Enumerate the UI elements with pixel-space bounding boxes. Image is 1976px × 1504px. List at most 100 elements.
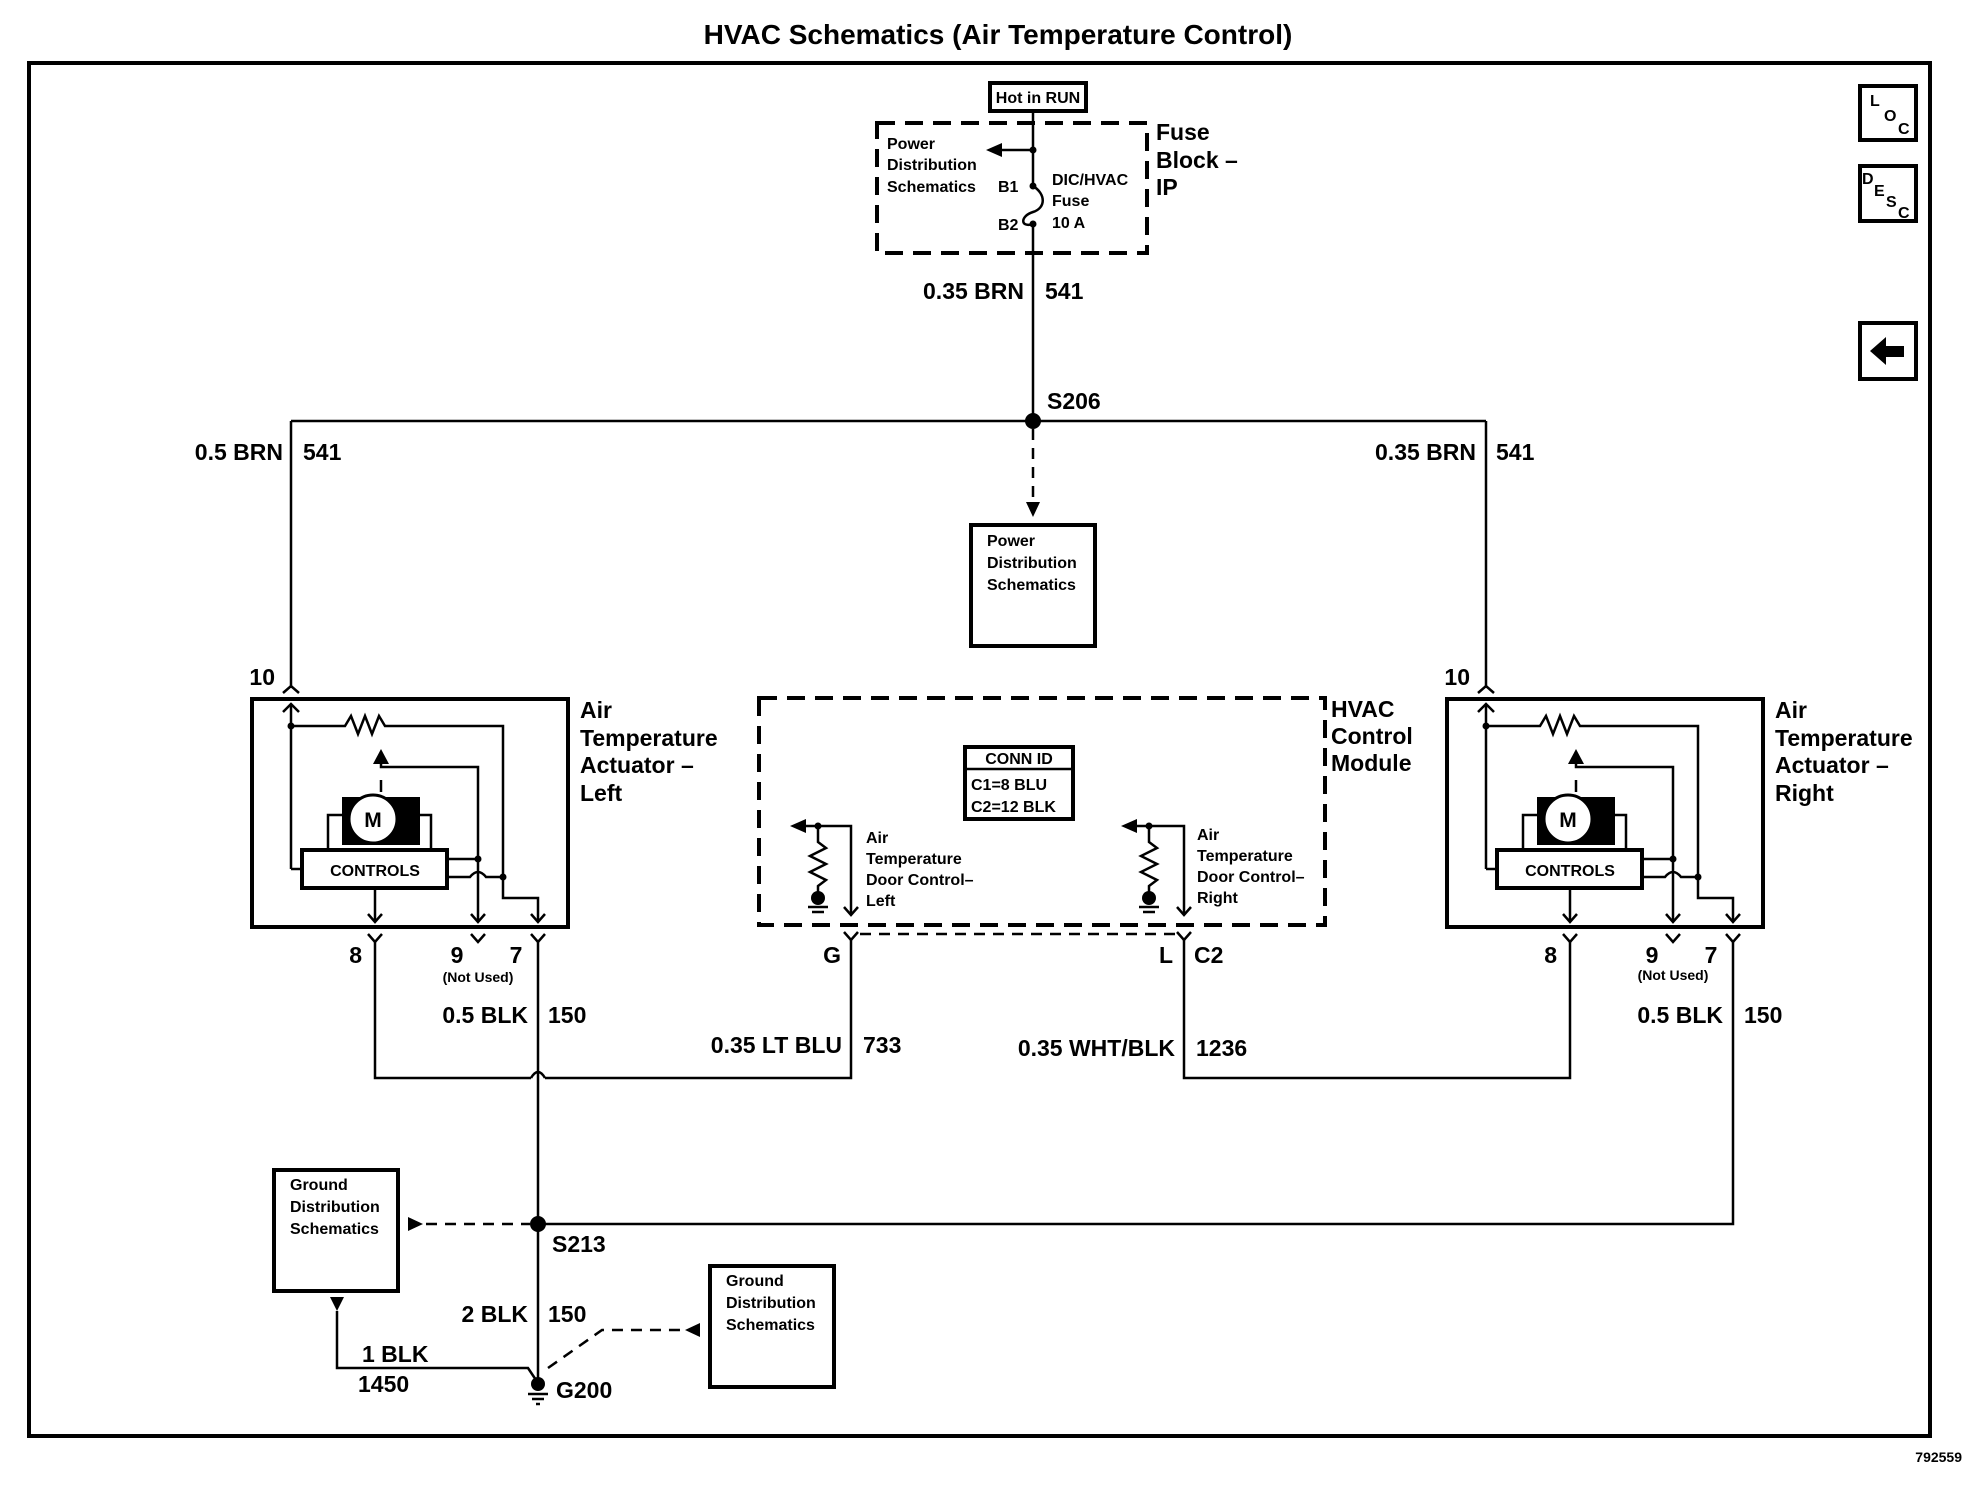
fuse-block-name-line: Fuse [1156,119,1210,145]
circuit-number: 1450 [358,1371,409,1397]
pin-label: 9 [451,942,464,968]
connector-female-icon [1176,931,1192,942]
ground-dist-ref-left[interactable]: Ground Distribution Schematics [272,1168,400,1293]
motor-icon [347,793,399,845]
fuse-symbol [1022,184,1044,227]
ref-line: Distribution [887,157,977,174]
connector-female-icon [530,933,546,944]
ground-dist-ref-right[interactable]: Ground Distribution Schematics [708,1264,836,1389]
power-source-label: Hot in RUN [996,90,1080,107]
pin-label: 8 [1544,942,1557,968]
wiper-arrow-icon [1568,749,1584,764]
ground-g200-label: G200 [556,1377,612,1403]
motor-label: M [364,809,382,832]
diagram-frame [27,61,1932,1438]
fuse-block-name-line: IP [1156,174,1178,200]
potentiometer-icon [291,712,505,877]
potentiometer-icon [1486,712,1700,877]
not-used-label: (Not Used) [443,969,514,985]
desc-button[interactable]: D E S C [1858,164,1918,223]
connector-female-icon [282,684,300,694]
arrow-down-icon [1026,502,1040,517]
loc-button[interactable]: L O C [1858,84,1918,142]
ref-line: Power [887,136,935,153]
circuit-number: 150 [548,1002,586,1028]
pin-label: L [1159,942,1173,968]
fuse-power-dist-ref[interactable]: Power Distribution Schematics [887,136,977,196]
hvac-module-name: HVAC Control Module [1331,696,1413,776]
pin-label: 10 [1444,664,1470,690]
door-label-line: Right [1197,890,1239,907]
name-line: Air [1775,697,1807,723]
ref-line: Power [987,533,1035,550]
wire-label: 0.5 BLK [1637,1002,1723,1028]
desc-letter: S [1886,194,1897,211]
power-dist-ref[interactable]: Power Distribution Schematics [969,523,1097,648]
conn-id-header: CONN ID [985,751,1053,768]
circuit-number: 150 [548,1301,586,1327]
arrow-icon [843,906,859,917]
fuse-label-line: 10 A [1052,215,1086,232]
splice-s206-dot [1025,413,1041,429]
splice-s213-label: S213 [552,1231,606,1257]
wire-label: 0.35 LT BLU [711,1032,842,1058]
arrow-icon [1665,913,1681,924]
arrow-left-icon [1121,819,1137,833]
wire-733 [545,940,853,1080]
power-dist-ref-box [969,523,1097,648]
pin-label: 9 [1646,942,1659,968]
door-label-line: Temperature [866,851,962,868]
conn-id-row: C2=12 BLK [971,799,1056,816]
right-actuator: 10 M CONTROLS 8 9 7 (Not Used) [1444,664,1765,983]
fuse-pin-out: B2 [998,217,1019,234]
internal-wire [447,870,503,879]
fuse-label-line: Fuse [1052,193,1089,210]
ground-icon [1142,891,1156,905]
left-actuator-name: Air Temperature Actuator – Left [580,697,718,806]
back-button[interactable] [1858,321,1918,381]
internal-wire [1615,813,1628,850]
fuse-pin-in: B1 [998,179,1019,196]
power-source-box [988,81,1088,113]
desc-icon [1858,164,1918,223]
door-label-line: Door Control– [1197,869,1305,886]
motor-icon [1542,793,1594,845]
loc-letter: C [1898,121,1910,138]
name-line: Module [1331,750,1412,776]
connector-female-icon [1562,933,1578,944]
junction-dot [1669,855,1677,863]
circuit-number: 1236 [1196,1035,1247,1061]
wire-label: 0.35 WHT/BLK [1018,1035,1176,1061]
wire-1236 [1182,940,1572,1080]
ref-line: Distribution [987,555,1077,572]
internal-wire [1574,764,1675,922]
arrow-icon [1562,913,1578,924]
internal-wire [1696,877,1735,922]
loc-icon [1858,84,1918,142]
arrow-icon [530,913,546,924]
wire-150-right [538,942,1735,1226]
arrow-down-icon [330,1297,344,1311]
figure-id: 792559 [1915,1449,1962,1465]
name-line: Temperature [580,725,718,751]
connector-female-icon [367,933,383,944]
internal-wire [420,813,433,850]
connector-female-icon [1665,933,1681,944]
connector-label: C2 [1194,942,1223,968]
internal-wire [379,764,480,922]
wire-label: 0.35 BRN [923,278,1024,304]
ref-line: Ground [290,1177,348,1194]
motor-label: M [1559,809,1577,832]
dashed-ref-wire [547,1328,680,1370]
splice-s213-dot [530,1216,546,1232]
internal-wire [1642,870,1698,879]
ref-line: Ground [726,1273,784,1290]
ground-ref-box [272,1168,400,1293]
loc-letter: L [1870,93,1880,110]
name-line: Right [1775,780,1834,806]
connector-female-icon [843,931,859,942]
fuse-block-label: Fuse Block – IP [1156,119,1238,200]
arrow-icon [1176,906,1192,917]
not-used-label: (Not Used) [1638,967,1709,983]
